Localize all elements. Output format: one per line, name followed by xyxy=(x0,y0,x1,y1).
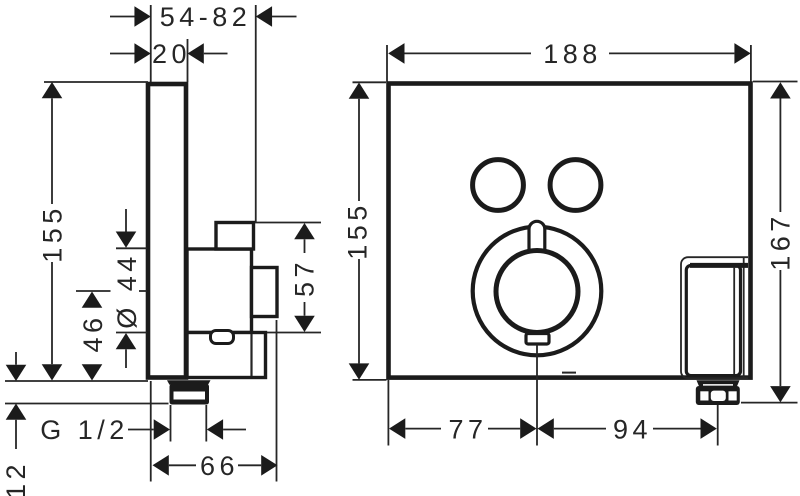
svg-text:94: 94 xyxy=(613,414,652,444)
svg-text:155: 155 xyxy=(343,201,373,260)
svg-text:54-82: 54-82 xyxy=(160,2,252,32)
svg-text:46: 46 xyxy=(78,313,108,352)
svg-text:77: 77 xyxy=(448,414,487,444)
svg-text:188: 188 xyxy=(543,39,602,69)
svg-text:155: 155 xyxy=(38,204,68,263)
svg-text:167: 167 xyxy=(766,212,796,271)
svg-text:G 1/2: G 1/2 xyxy=(40,415,129,445)
svg-text:12: 12 xyxy=(1,460,31,496)
svg-text:Ø 44: Ø 44 xyxy=(112,252,142,329)
svg-text:20: 20 xyxy=(152,39,191,69)
svg-text:66: 66 xyxy=(200,451,239,481)
svg-text:57: 57 xyxy=(290,258,320,297)
